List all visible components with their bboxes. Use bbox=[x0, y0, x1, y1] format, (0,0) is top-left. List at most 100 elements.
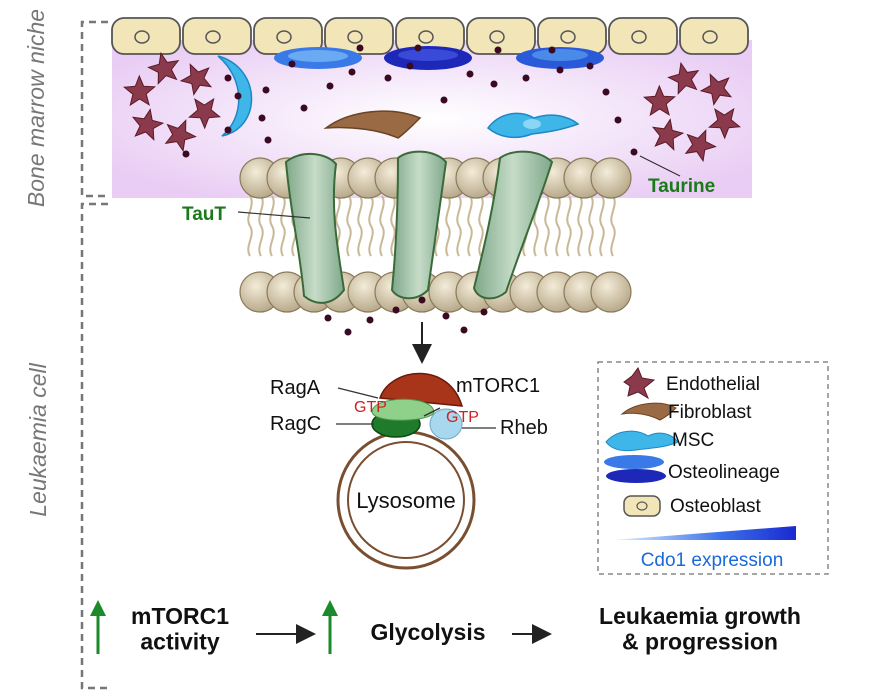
taurine-molecule bbox=[586, 62, 594, 70]
membrane-inner-heads bbox=[239, 271, 632, 313]
osteolineage-cells bbox=[274, 46, 604, 70]
cdo1-expression-label: Cdo1 expression bbox=[641, 550, 784, 571]
legend-label-osteoblast: Osteoblast bbox=[670, 496, 762, 517]
rag-rheb-link bbox=[423, 407, 441, 417]
endothelial-icon bbox=[623, 366, 656, 400]
taurine-molecule bbox=[414, 44, 422, 52]
cell-bracket bbox=[80, 202, 108, 690]
taurine-molecule bbox=[392, 306, 400, 314]
gtp-label-rheb: GTP bbox=[446, 409, 479, 426]
taurine-molecule bbox=[262, 86, 270, 94]
lysosome bbox=[336, 430, 476, 570]
taurine-molecules bbox=[182, 44, 638, 174]
lipid-head bbox=[590, 157, 632, 199]
taurine-molecule bbox=[480, 308, 488, 316]
osteoblast-cell bbox=[324, 17, 394, 55]
taurine-molecule bbox=[466, 70, 474, 78]
msc-icon bbox=[605, 430, 679, 452]
endothelial-cell bbox=[667, 61, 700, 95]
raga-pointer bbox=[337, 387, 379, 399]
taurine-molecule bbox=[418, 296, 426, 304]
taurine-molecule bbox=[384, 74, 392, 82]
taurine-molecule bbox=[460, 326, 468, 334]
osteoblast-cell bbox=[182, 17, 252, 55]
taurine-molecule bbox=[548, 46, 556, 54]
niche-bracket bbox=[80, 20, 108, 198]
lysosome-label: Lysosome bbox=[356, 488, 455, 513]
taurine-molecule bbox=[224, 126, 232, 134]
msc-cell-right bbox=[486, 112, 580, 139]
taurine-molecule bbox=[224, 74, 232, 82]
legend-label-fibroblast: Fibroblast bbox=[668, 402, 752, 423]
taurine-molecule bbox=[348, 68, 356, 76]
taurine-molecule bbox=[234, 92, 242, 100]
taurine-molecule bbox=[630, 148, 638, 156]
taurine-molecule bbox=[602, 88, 610, 96]
taut-transporter bbox=[390, 150, 448, 300]
osteoblast-cell bbox=[111, 17, 181, 55]
osteoblast-icon bbox=[623, 495, 661, 517]
osteoblast-cell bbox=[466, 17, 536, 55]
raga-shape bbox=[371, 398, 435, 421]
taurine-molecules-intracellular bbox=[324, 296, 488, 336]
endothelial-cell bbox=[708, 107, 742, 140]
up-arrow-mtorc1 bbox=[90, 600, 106, 654]
legend-label-msc: MSC bbox=[672, 430, 714, 451]
endothelial-cell bbox=[179, 63, 213, 96]
cell-section-label: Leukaemia cell bbox=[25, 362, 51, 516]
taurine-molecule bbox=[366, 316, 374, 324]
taut-transporter bbox=[284, 153, 346, 304]
endothelial-cell bbox=[188, 97, 222, 130]
fibroblast-cell bbox=[323, 110, 422, 139]
ragc-label: RagC bbox=[270, 413, 321, 435]
taurine-molecule bbox=[326, 82, 334, 90]
mtorc1-label: mTORC1 bbox=[456, 375, 540, 397]
taut-transporters bbox=[284, 150, 554, 304]
legend-label-osteolineage: Osteolineage bbox=[668, 462, 780, 483]
rheb-shape bbox=[429, 408, 463, 440]
endothelial-cell bbox=[147, 51, 180, 85]
taurine-molecule bbox=[300, 104, 308, 112]
endothelial-cell bbox=[699, 73, 733, 106]
taurine-molecule bbox=[288, 60, 296, 68]
fibroblast-icon bbox=[620, 402, 677, 421]
taurine-molecule bbox=[522, 74, 530, 82]
taurine-molecule bbox=[182, 150, 190, 158]
mtorc1-shape bbox=[378, 372, 464, 407]
endothelial-cell bbox=[642, 84, 676, 117]
mtorc1-complex bbox=[371, 372, 464, 440]
rheb-label: Rheb bbox=[500, 417, 548, 439]
endothelial-cell bbox=[122, 74, 156, 107]
pathway-step-glycolysis: Glycolysis bbox=[370, 619, 485, 645]
osteolineage-cell bbox=[384, 46, 472, 70]
endothelial-cell bbox=[651, 118, 685, 151]
taurine-molecule bbox=[490, 80, 498, 88]
taut-label: TauT bbox=[182, 204, 226, 225]
lipid-head bbox=[590, 271, 632, 313]
taurine-molecule bbox=[264, 136, 272, 144]
taurine-molecule bbox=[494, 46, 502, 54]
osteolineage-cell bbox=[516, 47, 604, 69]
raga-label: RagA bbox=[270, 377, 321, 399]
cdo1-gradient-wedge bbox=[614, 526, 796, 540]
msc-cell-left bbox=[217, 55, 253, 137]
endothelial-cell bbox=[131, 108, 165, 141]
legend: Endothelial Fibroblast MSC Osteolineage … bbox=[597, 361, 829, 575]
taurine-molecule bbox=[356, 44, 364, 52]
taurine-molecule bbox=[344, 328, 352, 336]
endothelial-cell bbox=[684, 129, 717, 163]
up-arrow-glycolysis bbox=[322, 600, 338, 654]
endothelial-cluster-left bbox=[122, 51, 222, 153]
osteoblast-cell bbox=[608, 17, 678, 55]
gtp-label-rag: GTP bbox=[354, 399, 387, 416]
endothelial-cell bbox=[164, 119, 197, 153]
taurine-molecule bbox=[440, 96, 448, 104]
taurine-molecule bbox=[614, 116, 622, 124]
taut-pointer bbox=[237, 211, 311, 219]
legend-label-endothelial: Endothelial bbox=[666, 374, 760, 395]
taurine-pointer bbox=[639, 155, 681, 177]
taut-transporter bbox=[472, 150, 554, 300]
